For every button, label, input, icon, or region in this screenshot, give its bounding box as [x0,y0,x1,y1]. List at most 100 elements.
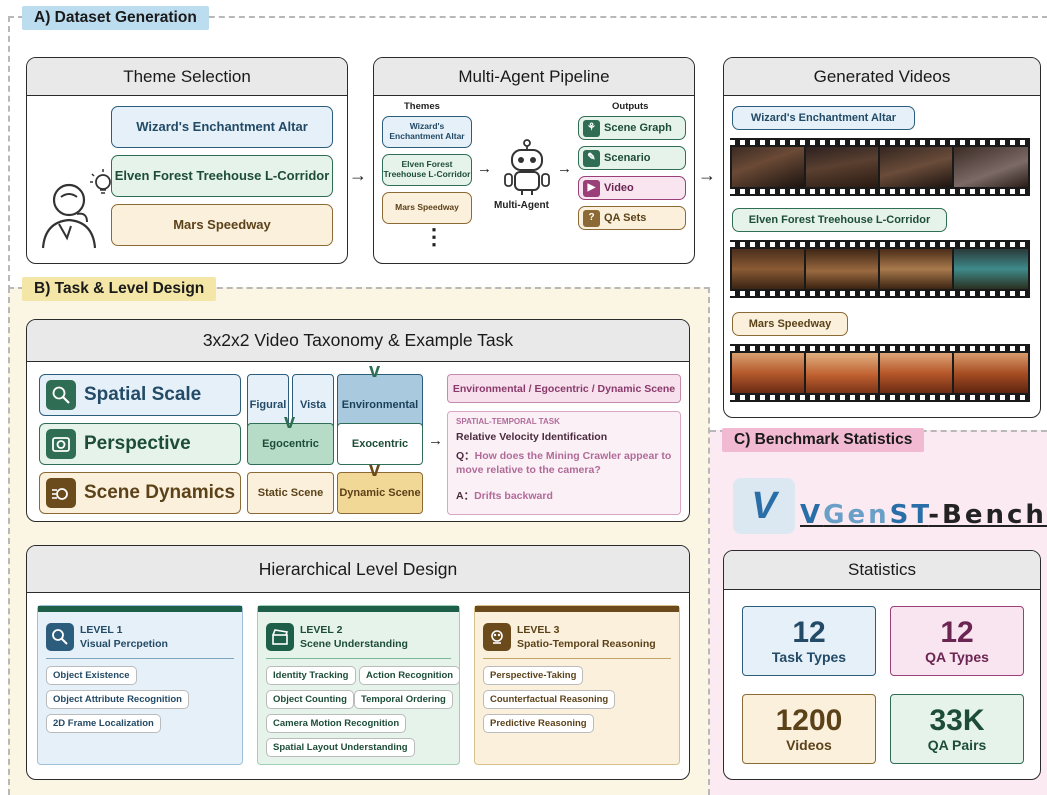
level-number: LEVEL 3 [517,624,560,636]
level-top-bar [475,606,679,612]
video-frame [806,353,878,393]
video-frame [732,147,804,187]
output-qa-sets: ? QA Sets [578,206,686,230]
level-title: LEVEL 1 Visual Percpetion [80,623,168,651]
stat-value: 12 [940,616,974,650]
output-label: QA Sets [604,211,647,224]
level-divider [46,658,234,659]
task-chip: Perspective-Taking [483,666,584,685]
section-c-tag: C) Benchmark Statistics [722,428,925,452]
example-task-box: SPATIAL-TEMPORAL TASK Relative Velocity … [447,411,681,515]
level-number: LEVEL 1 [80,624,123,636]
arrow-right: → [557,160,572,177]
task-chip: Predictive Reasoning [483,714,594,733]
level-top-bar [38,606,242,612]
task-chip: Temporal Ordering [354,690,453,709]
statistics-card: Statistics 12 Task Types 12 QA Types 120… [723,550,1041,780]
reasoning-icon [483,623,511,651]
level-1-panel: LEVEL 1 Visual Percpetion Object Existen… [37,605,243,765]
stat-value: 33K [929,704,985,738]
section-b-tag: B) Task & Level Design [22,277,217,301]
stat-label: Task Types [771,648,847,665]
output-label: Scene Graph [604,121,672,134]
section-a-border [8,16,1047,291]
answer-row: A：Drifts backward [456,488,553,503]
magnifier-icon [46,623,74,651]
video-frame [732,353,804,393]
selection-check: v [284,411,296,433]
level-title: LEVEL 3 Spatio-Temporal Reasoning [517,623,656,651]
perspective-label: Perspective [39,423,241,465]
video-title: Elven Forest Treehouse L-Corridor [732,208,947,232]
stat-value: 1200 [775,704,843,738]
stat-label: Videos [786,736,832,753]
video-title: Mars Speedway [732,312,848,336]
video-frame [806,147,878,187]
task-chip: Spatial Layout Understanding [266,738,415,757]
arrow-right: → [477,160,492,177]
selection-check: v [369,360,381,382]
pipeline-themes-label: Themes [404,101,440,112]
level-3-panel: LEVEL 3 Spatio-Temporal Reasoning Perspe… [474,605,680,765]
task-chip: Identity Tracking [266,666,356,685]
row-label-text: Perspective [84,433,191,454]
section-a-tag: A) Dataset Generation [22,6,209,30]
question-text: How does the Mining Crawler appear to mo… [456,450,672,476]
task-chip: 2D Frame Localization [46,714,161,733]
film-holes [730,291,1030,296]
video-frame [732,249,804,289]
pipeline-theme: Mars Speedway [382,192,472,224]
scene-graph-icon: ⚘ [583,119,600,137]
logo-mark: V [751,484,777,527]
bench-name-gen: Gen [823,500,890,530]
video-icon: ▶ [583,179,600,197]
row-label-text: Scene Dynamics [84,482,236,503]
arrow-right: → [428,432,443,449]
robot-icon [504,139,550,195]
task-chip: Counterfactual Reasoning [483,690,616,709]
video-frame [880,147,952,187]
film-holes [730,242,1030,247]
levels-title: Hierarchical Level Design [27,546,689,593]
level-top-bar [258,606,459,612]
bench-name-st: ST [889,500,929,530]
theme-pill: Wizard's Enchantment Altar [111,106,333,148]
stat-label: QA Pairs [927,736,987,753]
multi-agent-pipeline-card: Multi-Agent Pipeline Themes Outputs Wiza… [373,57,695,264]
video-filmstrip [730,138,1030,196]
selection-check: v [369,459,381,481]
task-chip: Object Counting [266,690,354,709]
section-a-dataset-generation: A) Dataset Generation Theme Selection Wi… [0,0,1047,291]
pipeline-theme: Wizard's Enchantment Altar [382,116,472,148]
level-divider [483,658,671,659]
scenario-icon: ✎ [583,149,600,167]
video-filmstrip [730,344,1030,402]
output-label: Scenario [604,151,651,164]
answer-prefix: A： [456,490,475,502]
video-frame [806,249,878,289]
stat-qa-types: 12 QA Types [890,606,1024,676]
level-name: Scene Understanding [300,638,408,651]
level-name: Visual Percpetion [80,638,168,651]
taxonomy-card: 3x2x2 Video Taxonomy & Example Task Spat… [26,319,690,522]
taxonomy-cell: Static Scene [247,472,334,514]
theme-selection-title: Theme Selection [27,58,347,96]
video-frame [954,147,1028,187]
thinking-person-icon [41,169,116,249]
globe-magnifier-icon [46,380,76,410]
bench-name-rest: -Bench [928,500,1047,530]
video-frame [954,249,1028,289]
level-divider [266,658,451,659]
output-scene-graph: ⚘ Scene Graph [578,116,686,140]
generated-videos-title: Generated Videos [724,58,1040,96]
video-filmstrip [730,240,1030,298]
taxonomy-cell-selected: Egocentric [247,423,334,465]
film-holes [730,395,1030,400]
film-holes [730,140,1030,145]
taxonomy-title: 3x2x2 Video Taxonomy & Example Task [27,320,689,362]
level-name: Spatio-Temporal Reasoning [517,638,656,651]
stat-value: 12 [792,616,826,650]
multi-agent-label: Multi-Agent [494,200,549,211]
video-frame [880,249,952,289]
stat-qa-pairs: 33K QA Pairs [890,694,1024,764]
